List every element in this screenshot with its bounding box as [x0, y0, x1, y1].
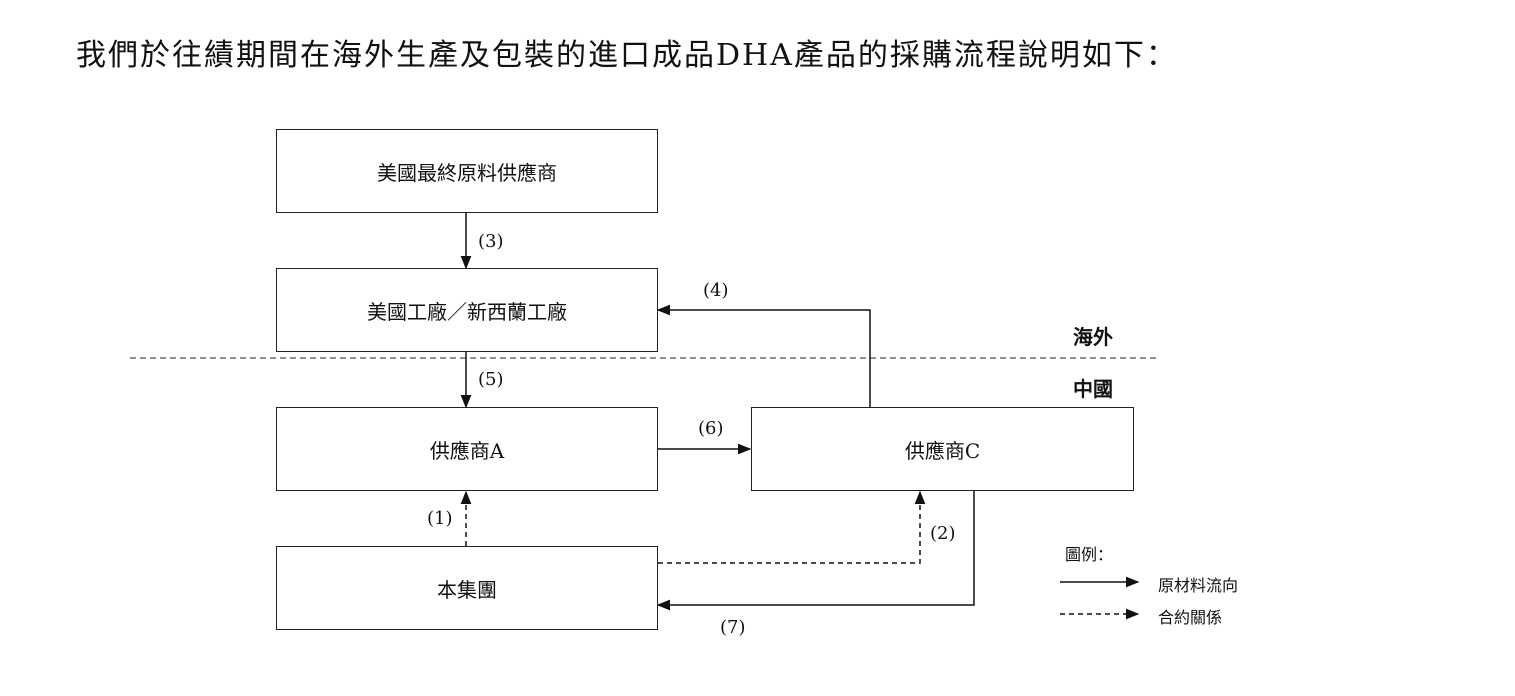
step-label-4: (4)	[703, 280, 729, 301]
node-group: 本集團	[276, 546, 658, 630]
arrow-step-4	[656, 304, 871, 407]
step-label-5: (5)	[478, 369, 504, 390]
node-label: 供應商C	[904, 438, 981, 463]
page-heading: 我們於往績期間在海外生產及包裝的進口成品DHA產品的採購流程說明如下：	[76, 38, 1178, 73]
step-label-3: (3)	[478, 231, 504, 252]
legend-contract: 合約關係	[1158, 608, 1223, 627]
node-supplier-a: 供應商A	[276, 407, 658, 491]
node-label: 美國工廠／新西蘭工廠	[367, 299, 567, 324]
arrow-step-7	[656, 491, 975, 611]
arrow-step-2	[658, 490, 926, 564]
step-label-7: (7)	[720, 617, 746, 638]
step-label-6: (6)	[698, 418, 724, 439]
legend-title: 圖例：	[1065, 545, 1114, 564]
step-label-1: (1)	[427, 508, 453, 529]
region-label-china: 中國	[1073, 377, 1113, 401]
node-label: 美國最終原料供應商	[377, 160, 557, 185]
node-factories: 美國工廠／新西蘭工廠	[276, 268, 658, 352]
node-label: 供應商A	[429, 438, 505, 463]
legend-material-flow: 原材料流向	[1158, 576, 1239, 595]
region-label-overseas: 海外	[1073, 325, 1113, 349]
node-label: 本集團	[437, 577, 497, 602]
node-us-raw-supplier: 美國最終原料供應商	[276, 129, 658, 213]
node-supplier-c: 供應商C	[751, 407, 1134, 491]
step-label-2: (2)	[930, 523, 956, 544]
